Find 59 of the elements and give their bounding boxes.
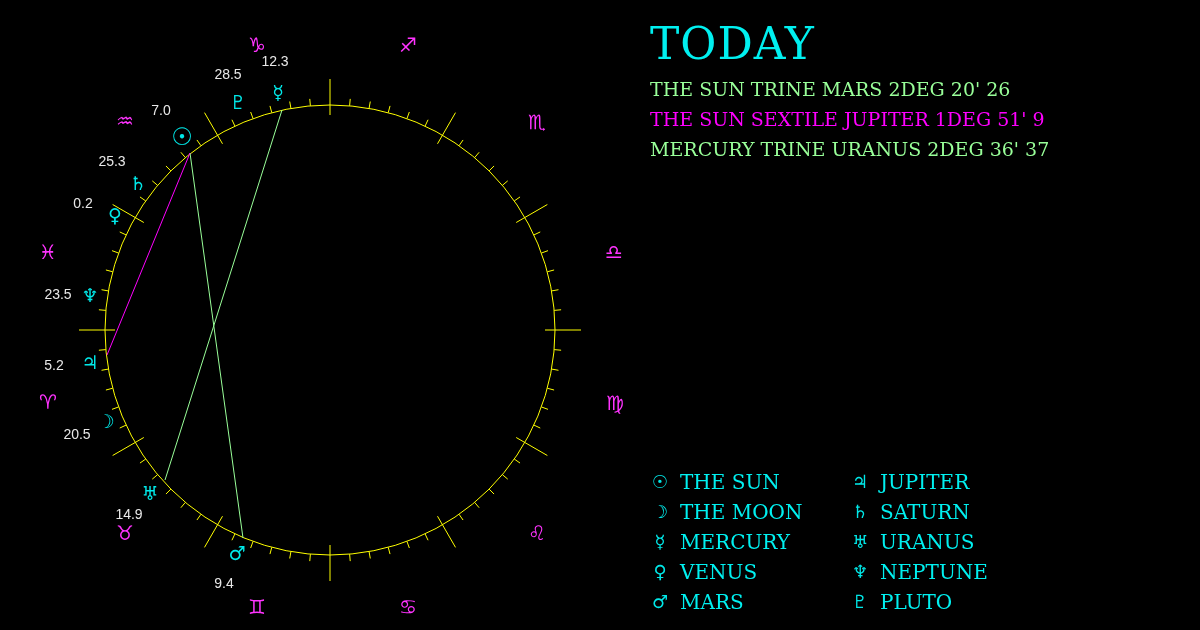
planet-symbol: ♇ — [229, 92, 247, 112]
planet-symbol: ♃ — [81, 352, 99, 372]
aspect-line — [189, 152, 244, 539]
zodiac-sign: ♌ — [528, 523, 546, 543]
zodiac-sign: ♒ — [116, 111, 134, 131]
legend-text: THE SUN — [680, 470, 780, 494]
legend-text: SATURN — [880, 500, 970, 524]
degree-label: 5.2 — [44, 357, 64, 373]
degree-label: 28.5 — [214, 66, 242, 82]
zodiac-sign: ♏ — [528, 112, 546, 132]
legend-text: MARS — [680, 590, 744, 614]
legend-text: THE MOON — [680, 500, 803, 524]
legend-symbol: ♇ — [851, 593, 869, 611]
legend-text: URANUS — [880, 530, 975, 554]
zodiac-sign: ♈ — [39, 392, 57, 412]
planet-symbol: ☿ — [272, 82, 284, 102]
planet-symbol: ☽ — [97, 411, 115, 431]
legend-text: JUPITER — [880, 470, 970, 494]
degree-label: 20.5 — [63, 426, 91, 442]
planet-symbol: ☉ — [171, 125, 193, 149]
zodiac-sign: ♉ — [116, 523, 134, 543]
legend-text: VENUS — [680, 560, 758, 584]
aspect-line — [106, 152, 191, 356]
aspect-text: MERCURY TRINE URANUS 2DEG 36' 37 — [650, 138, 1050, 160]
degree-label: 14.9 — [115, 506, 143, 522]
legend-text: PLUTO — [880, 590, 953, 614]
zodiac-sign: ♑ — [248, 35, 266, 55]
degree-label: 7.0 — [151, 102, 171, 118]
degree-label: 12.3 — [261, 53, 289, 69]
legend-text: MERCURY — [680, 530, 790, 554]
legend-symbol: ♆ — [851, 563, 869, 581]
planet-symbol: ♆ — [81, 285, 99, 305]
legend-symbol: ☽ — [651, 503, 669, 521]
aspect-line — [164, 109, 283, 481]
degree-label: 9.4 — [214, 575, 234, 591]
degree-label: 0.2 — [73, 195, 93, 211]
title: TODAY — [650, 18, 815, 69]
legend-symbol: ♅ — [851, 533, 869, 551]
degree-label: 25.3 — [98, 153, 126, 169]
zodiac-sign: ♐ — [399, 35, 417, 55]
zodiac-sign: ♓ — [39, 242, 57, 262]
planet-symbol: ♅ — [141, 483, 159, 503]
planet-symbol: ♂ — [228, 543, 246, 563]
zodiac-sign: ♍ — [606, 393, 624, 413]
zodiac-sign: ♋ — [399, 597, 417, 617]
zodiac-sign: ♎ — [605, 242, 623, 262]
legend-symbol: ☿ — [654, 533, 666, 551]
aspect-text: THE SUN TRINE MARS 2DEG 20' 26 — [650, 78, 1011, 100]
aspect-text: THE SUN SEXTILE JUPITER 1DEG 51' 9 — [650, 108, 1045, 130]
legend-text: NEPTUNE — [880, 560, 988, 584]
zodiac-sign: ♊ — [248, 597, 266, 617]
legend-symbol: ♄ — [851, 503, 869, 521]
legend-symbol: ♀ — [653, 563, 667, 581]
degree-label: 23.5 — [44, 286, 72, 302]
planet-symbol: ♀ — [108, 205, 122, 225]
legend-symbol: ☉ — [651, 473, 669, 491]
legend-symbol: ♃ — [851, 473, 869, 491]
legend-symbol: ♂ — [651, 593, 669, 611]
planet-symbol: ♄ — [129, 173, 147, 193]
